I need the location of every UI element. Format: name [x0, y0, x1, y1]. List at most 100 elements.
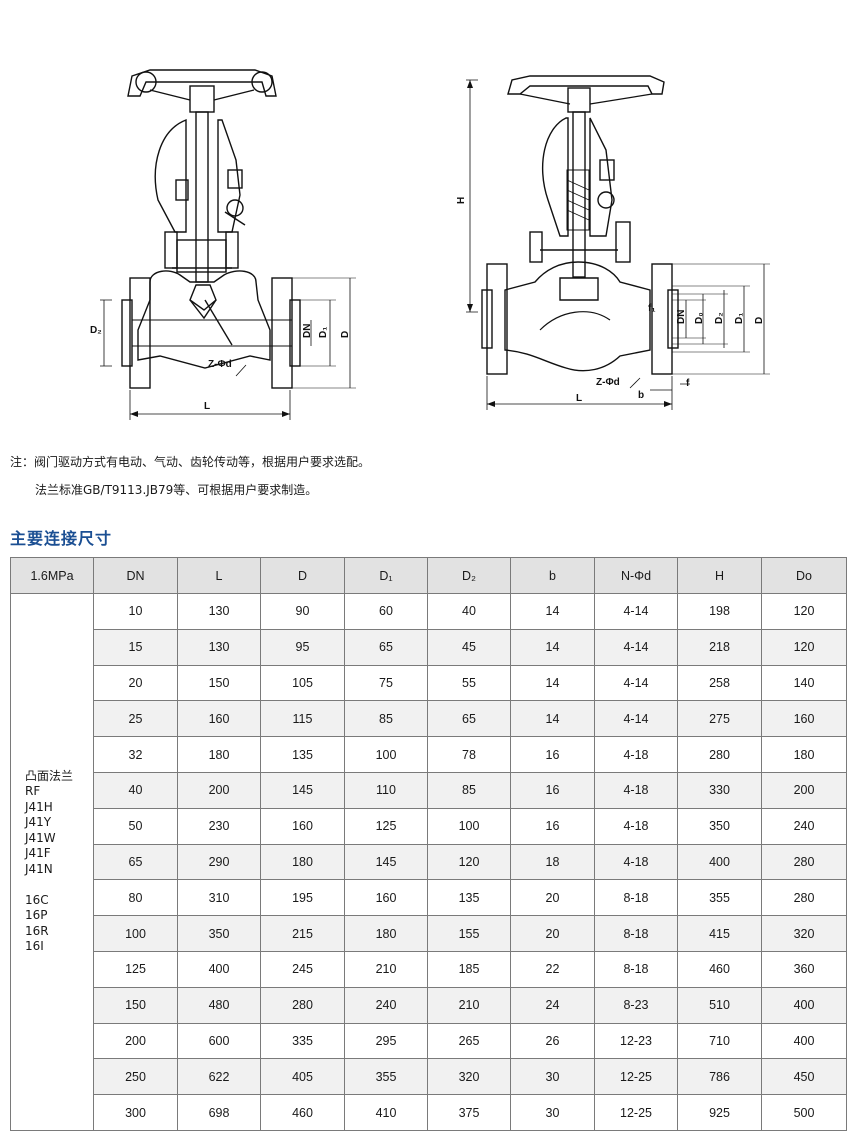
- table-cell: 10: [93, 593, 178, 630]
- table-cell: 100: [427, 807, 511, 845]
- table-cell: 925: [677, 1094, 762, 1131]
- table-cell: 85: [427, 771, 511, 809]
- table-cell: 4-18: [594, 736, 678, 773]
- model-group-line: J41Y: [25, 815, 52, 830]
- table-cell: 510: [677, 986, 762, 1024]
- table-cell: 25: [93, 700, 178, 738]
- table-cell: 250: [93, 1058, 178, 1096]
- table-cell: 20: [93, 664, 178, 702]
- table-cell: 100: [93, 915, 178, 952]
- table-cell: 200: [177, 771, 261, 809]
- table-cell: 240: [344, 986, 428, 1024]
- table-cell: 145: [344, 843, 428, 881]
- table-cell: 65: [93, 843, 178, 881]
- label-d-right: D: [754, 317, 765, 324]
- table-cell: 150: [93, 986, 178, 1024]
- table-cell: 350: [177, 915, 261, 952]
- table-cell: 160: [260, 807, 345, 845]
- valve-drawings: D₂ DN D₁ D Z-Φd L: [0, 0, 850, 430]
- table-cell: 26: [510, 1022, 595, 1060]
- table-cell: 710: [677, 1022, 762, 1060]
- table-cell: 240: [761, 807, 847, 845]
- table-cell: 4-14: [594, 700, 678, 738]
- table-cell: 310: [177, 879, 261, 917]
- table-cell: 400: [761, 986, 847, 1024]
- model-group-line: 16I: [25, 939, 44, 954]
- note-line-1: 注：阀门驱动方式有电动、气动、齿轮传动等，根据用户要求选配。: [10, 455, 371, 469]
- table-cell: 450: [761, 1058, 847, 1096]
- column-header: b: [510, 557, 595, 594]
- table-cell: 120: [427, 843, 511, 881]
- table-cell: 90: [260, 593, 345, 630]
- label-dn: DN: [302, 324, 313, 338]
- label-b: b: [638, 390, 644, 401]
- table-cell: 335: [260, 1022, 345, 1060]
- table-cell: 180: [344, 915, 428, 952]
- table-cell: 460: [260, 1094, 345, 1131]
- table-cell: 280: [677, 736, 762, 773]
- column-header: DN: [93, 557, 178, 594]
- table-cell: 600: [177, 1022, 261, 1060]
- table-cell: 4-14: [594, 664, 678, 702]
- table-cell: 480: [177, 986, 261, 1024]
- table-cell: 45: [427, 628, 511, 666]
- table-cell: 125: [344, 807, 428, 845]
- table-cell: 65: [427, 700, 511, 738]
- column-header: Do: [761, 557, 847, 594]
- column-header: H: [677, 557, 762, 594]
- label-dn-right: DN: [676, 310, 687, 324]
- table-cell: 14: [510, 664, 595, 702]
- table-cell: 350: [677, 807, 762, 845]
- table-cell: 500: [761, 1094, 847, 1131]
- table-cell: 15: [93, 628, 178, 666]
- table-cell: 65: [344, 628, 428, 666]
- table-cell: 160: [177, 700, 261, 738]
- model-group-line: J41N: [25, 861, 53, 876]
- table-cell: 14: [510, 628, 595, 666]
- table-cell: 280: [260, 986, 345, 1024]
- table-cell: 330: [677, 771, 762, 809]
- label-zd: Z-Φd: [208, 359, 232, 370]
- table-cell: 20: [510, 915, 595, 952]
- table-cell: 18: [510, 843, 595, 881]
- table-cell: 400: [761, 1022, 847, 1060]
- table-cell: 14: [510, 593, 595, 630]
- table-cell: 195: [260, 879, 345, 917]
- table-cell: 14: [510, 700, 595, 738]
- table-cell: 140: [761, 664, 847, 702]
- note-line-2: 法兰标准GB/T9113.JB79等、可根据用户要求制造。: [35, 483, 318, 497]
- table-cell: 375: [427, 1094, 511, 1131]
- table-cell: 4-18: [594, 843, 678, 881]
- table-cell: 16: [510, 807, 595, 845]
- label-f: f: [686, 378, 690, 389]
- model-group-line: 16P: [25, 908, 48, 923]
- table-cell: 12-23: [594, 1022, 678, 1060]
- table-cell: 4-18: [594, 807, 678, 845]
- table-cell: 8-18: [594, 950, 678, 988]
- table-cell: 8-23: [594, 986, 678, 1024]
- table-cell: 180: [761, 736, 847, 773]
- table-cell: 55: [427, 664, 511, 702]
- table-cell: 295: [344, 1022, 428, 1060]
- model-group-line: 16C: [25, 892, 49, 907]
- table-cell: 180: [260, 843, 345, 881]
- table-cell: 78: [427, 736, 511, 773]
- valve-front-section-drawing: D₂ DN D₁ D Z-Φd L: [90, 69, 356, 420]
- model-group-line: 16R: [25, 923, 49, 938]
- table-cell: 4-18: [594, 771, 678, 809]
- table-cell: 355: [677, 879, 762, 917]
- table-cell: 160: [761, 700, 847, 738]
- table-cell: 180: [177, 736, 261, 773]
- column-header: 1.6MPa: [10, 557, 94, 594]
- table-cell: 30: [510, 1058, 595, 1096]
